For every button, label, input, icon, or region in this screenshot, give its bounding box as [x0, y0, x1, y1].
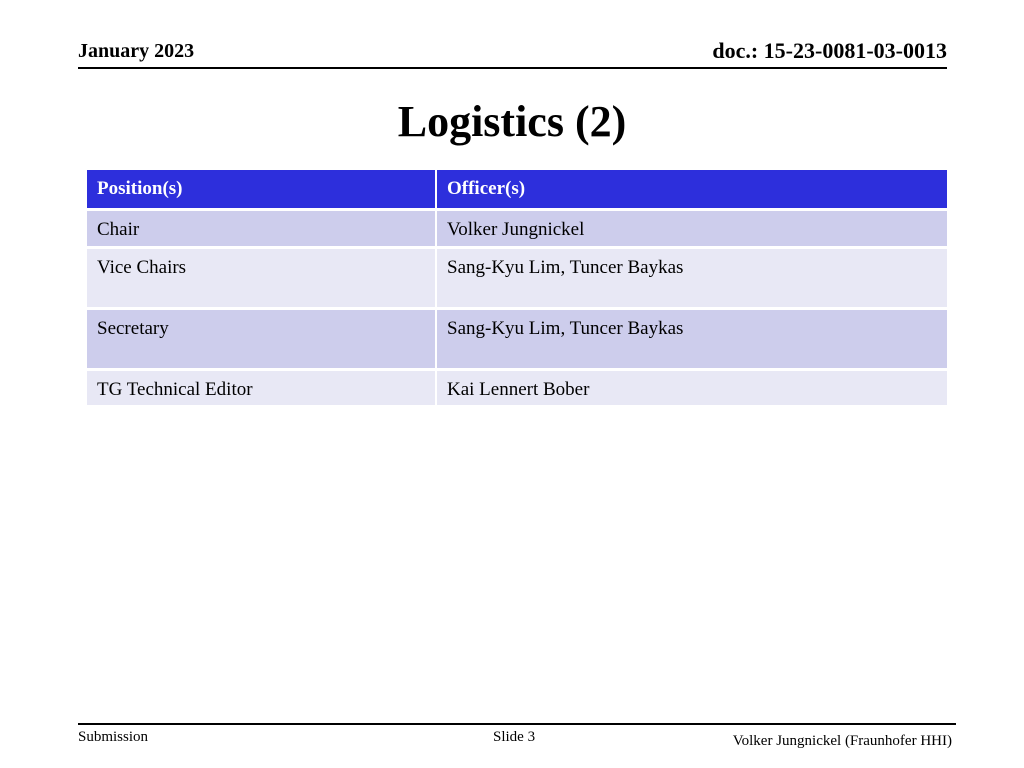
officer-cell: Volker Jungnickel	[435, 209, 949, 249]
footer-divider	[78, 723, 956, 725]
header-doc-id: doc.: 15-23-0081-03-0013	[712, 38, 947, 63]
header-date: January 2023	[78, 40, 195, 62]
table-row: Chair Volker Jungnickel	[85, 209, 949, 249]
position-cell: Vice Chairs	[85, 247, 437, 310]
position-cell: Chair	[85, 209, 437, 249]
table-row: Vice Chairs Sang-Kyu Lim, Tuncer Baykas	[85, 247, 949, 310]
officer-cell: Kai Lennert Bober	[435, 369, 949, 408]
table-header-row: Position(s) Officer(s)	[85, 170, 949, 211]
column-header-officer: Officer(s)	[435, 170, 949, 211]
slide-title: Logistics (2)	[397, 97, 627, 146]
position-cell: TG Technical Editor	[85, 369, 437, 408]
footer-slide-number: Slide 3	[493, 729, 536, 745]
header-divider	[78, 67, 947, 69]
footer-author: Volker Jungnickel (Fraunhofer HHI)	[732, 733, 952, 749]
position-cell: Secretary	[85, 308, 437, 371]
column-header-position: Position(s)	[85, 170, 437, 211]
officer-cell: Sang-Kyu Lim, Tuncer Baykas	[435, 308, 949, 371]
table-row: Secretary Sang-Kyu Lim, Tuncer Baykas	[85, 308, 949, 371]
footer-submission: Submission	[78, 729, 149, 745]
officer-cell: Sang-Kyu Lim, Tuncer Baykas	[435, 247, 949, 310]
table-row: TG Technical Editor Kai Lennert Bober	[85, 369, 949, 408]
officers-table: Position(s) Officer(s) Chair Volker Jung…	[85, 170, 949, 408]
